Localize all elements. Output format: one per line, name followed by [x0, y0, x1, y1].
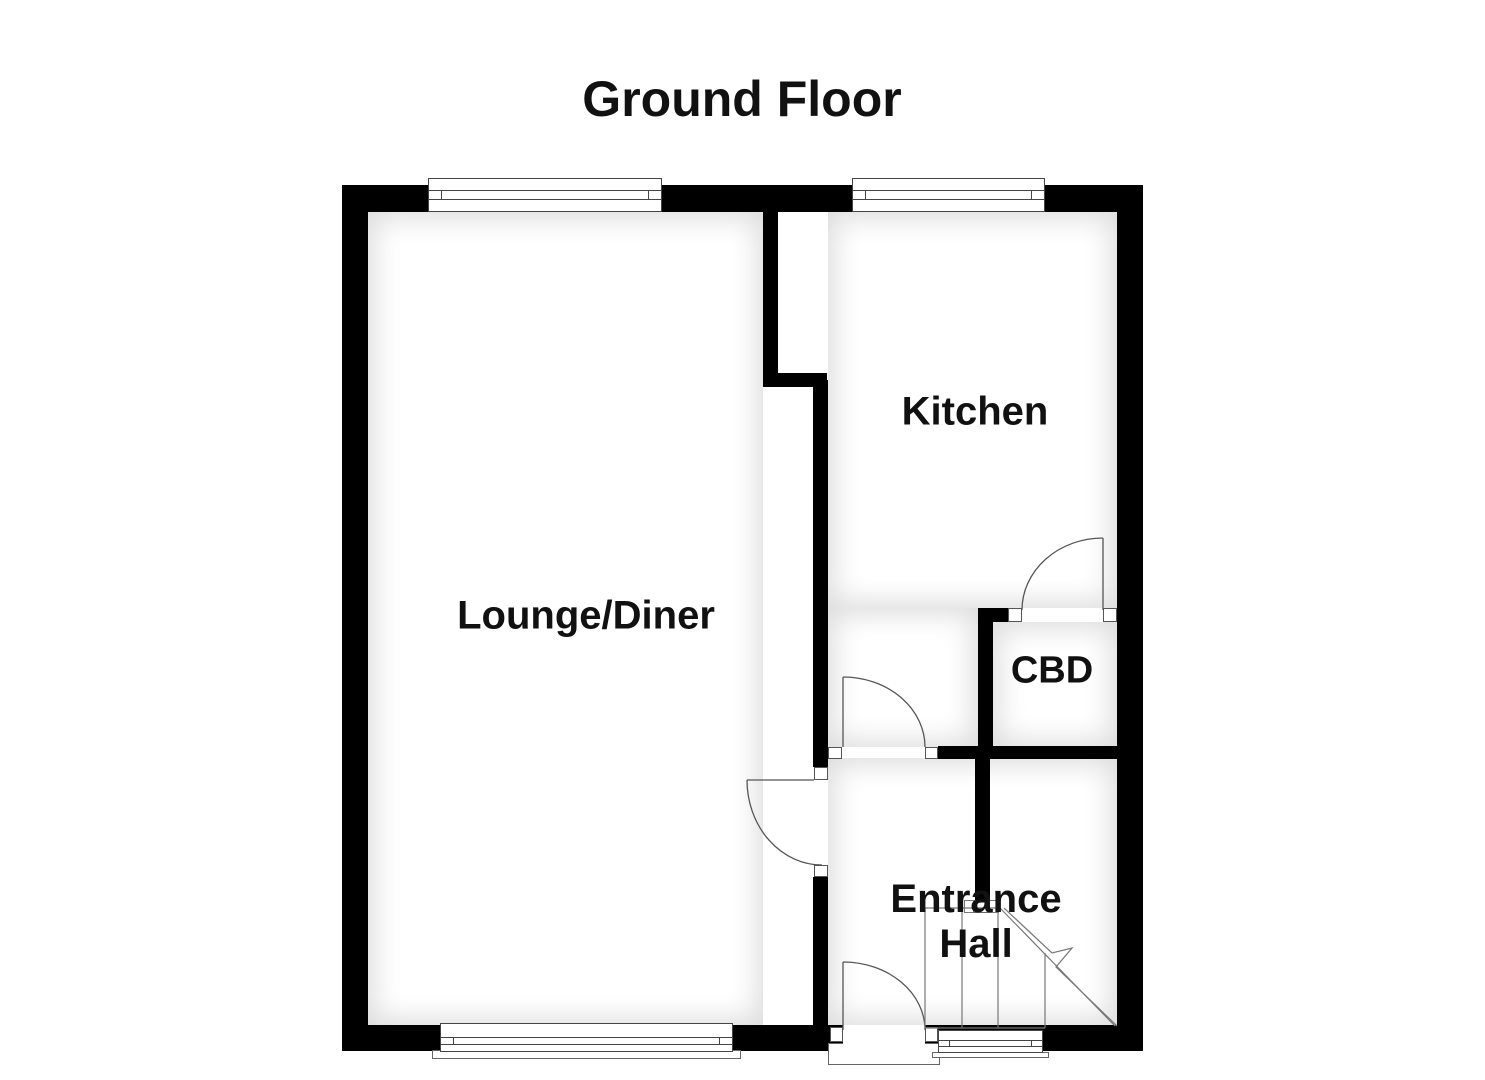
- window-glazing-tick: [1031, 1040, 1032, 1047]
- room-floor-cbd: [993, 622, 1117, 747]
- room-label-entrance-line2: Hall: [939, 922, 1013, 966]
- window-glazing-line: [441, 1044, 732, 1045]
- window-glazing-tick: [441, 190, 442, 200]
- window-glazing-tick: [865, 190, 866, 200]
- entrance-door-swing: [842, 961, 926, 1031]
- wall-divider-mid: [813, 380, 828, 767]
- room-label-entrance-hall: Entrance Hall: [890, 877, 1061, 967]
- stairs-break-zigzag: [1003, 907, 1118, 1027]
- floorplan-title: Ground Floor: [582, 71, 902, 127]
- room-floor-lounge: [368, 212, 763, 1025]
- room-label-kitchen: Kitchen: [901, 389, 1049, 434]
- window-glazing-line: [939, 1040, 1042, 1041]
- jamb-cbd-door-right: [1103, 608, 1117, 622]
- window-lounge-bottom: [440, 1023, 733, 1052]
- door-arc: [842, 676, 926, 748]
- room-label-entrance-line1: Entrance: [890, 877, 1062, 921]
- window-glazing-line: [429, 199, 661, 200]
- jamb-entrance-door-left: [830, 1027, 843, 1042]
- window-glazing-tick: [719, 1037, 720, 1045]
- window-glazing-line: [441, 1037, 732, 1038]
- window-glazing-line: [853, 190, 1044, 191]
- stairs: [924, 907, 1118, 1029]
- entrance-door-opening: [843, 1025, 925, 1051]
- wall-divider-upper: [763, 212, 778, 377]
- wall-entrance-stair: [975, 758, 990, 903]
- jamb-kitchen-door-left: [828, 747, 842, 759]
- window-lounge-top: [428, 178, 662, 212]
- door-arc: [842, 961, 926, 1031]
- wall-cbd-top-stub: [978, 608, 1008, 622]
- wall-divider-lower: [813, 877, 828, 1025]
- jamb-kitchen-door-right: [925, 747, 938, 759]
- window-glazing-tick: [648, 190, 649, 200]
- cbd-door-swing: [1021, 537, 1104, 611]
- window-glazing-line: [853, 199, 1044, 200]
- window-glazing-line: [939, 1046, 1042, 1047]
- lounge-door-swing: [746, 779, 823, 866]
- jamb-cbd-door-left: [1008, 608, 1022, 622]
- window-entrance-bottom: [938, 1030, 1043, 1053]
- room-label-cbd: CBD: [1010, 649, 1094, 692]
- door-arc: [1021, 537, 1104, 611]
- wall-cbd-left: [978, 608, 993, 758]
- stairs-bottom-step-end-left: [964, 900, 974, 913]
- room-label-lounge: Lounge/Diner: [457, 593, 715, 638]
- room-floor-entrance-hall: [828, 758, 1117, 1025]
- stairs-bottom-step-end-right: [989, 900, 999, 913]
- window-glazing-tick: [1031, 190, 1032, 200]
- window-glazing-tick: [453, 1037, 454, 1045]
- door-arc: [746, 779, 823, 866]
- wall-exterior-left: [342, 185, 368, 1051]
- jamb-lounge-door-top: [814, 767, 828, 780]
- window-glazing-tick: [949, 1040, 950, 1047]
- wall-divider-jog: [763, 373, 827, 387]
- window-kitchen-top: [852, 178, 1045, 212]
- window-glazing-line: [429, 190, 661, 191]
- kitchen-door-swing: [842, 676, 926, 748]
- wall-exterior-right: [1117, 185, 1143, 1051]
- room-floor-kitchen: [828, 212, 1117, 608]
